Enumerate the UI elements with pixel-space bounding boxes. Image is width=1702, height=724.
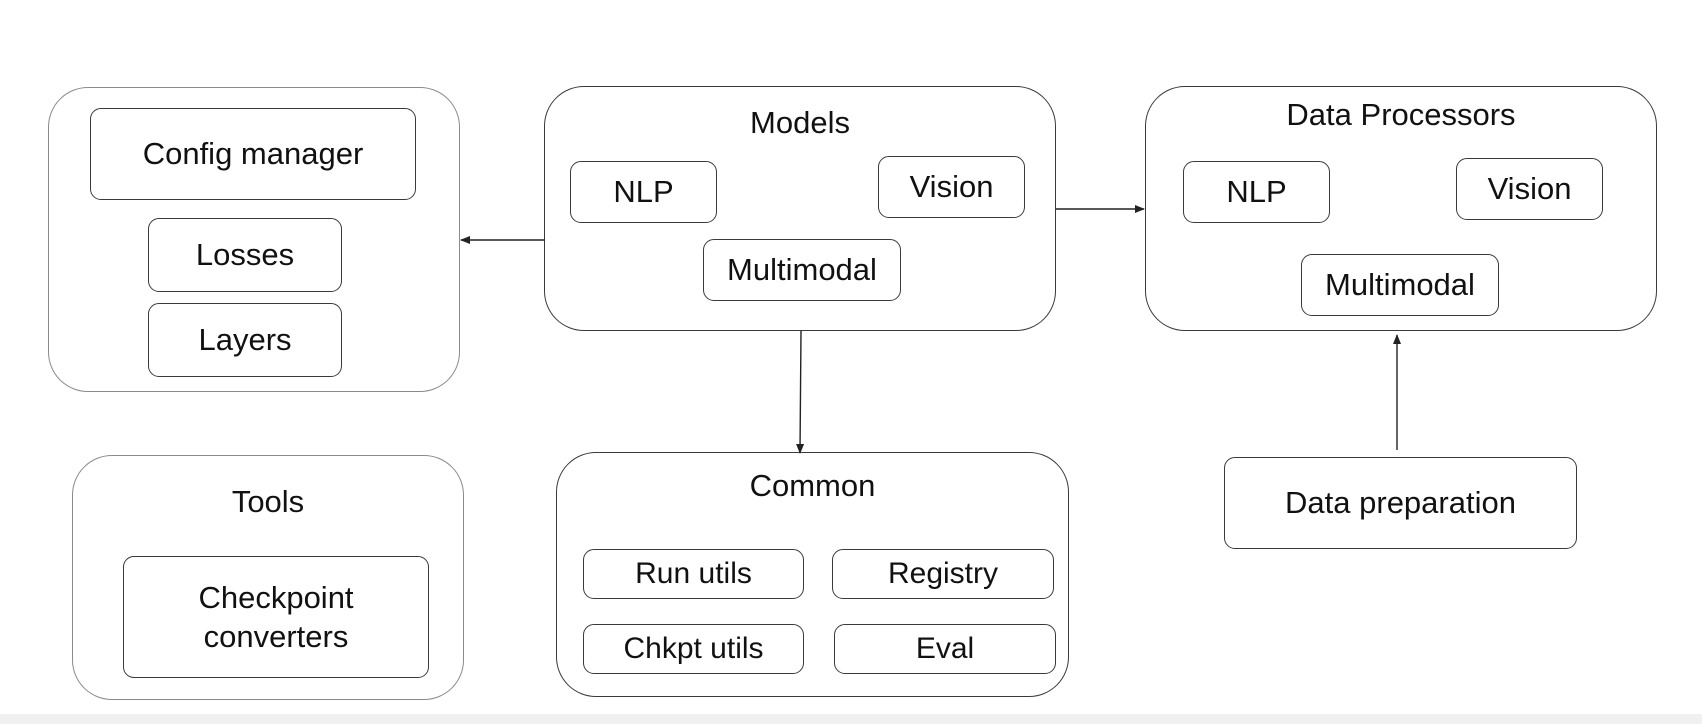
- chkpt-utils-label: Chkpt utils: [623, 632, 764, 665]
- data-processors-nlp-box: NLP: [1183, 161, 1330, 223]
- layers-label: Layers: [198, 322, 292, 357]
- models-multimodal-label: Multimodal: [727, 252, 877, 287]
- models-vision-box: Vision: [878, 156, 1025, 218]
- common-title: Common: [749, 468, 876, 503]
- data-processors-vision-label: Vision: [1487, 171, 1572, 206]
- checkpoint-converters-box: Checkpoint converters: [123, 556, 429, 678]
- data-processors-vision-box: Vision: [1456, 158, 1603, 220]
- core-components-group: Config manager Losses Layers: [48, 87, 460, 392]
- models-group: Models NLP Vision Multimodal: [544, 86, 1056, 331]
- models-nlp-label: NLP: [613, 174, 674, 209]
- run-utils-label: Run utils: [635, 557, 752, 590]
- registry-box: Registry: [832, 549, 1054, 599]
- data-processors-nlp-label: NLP: [1226, 174, 1287, 209]
- data-processors-multimodal-box: Multimodal: [1301, 254, 1499, 316]
- models-multimodal-box: Multimodal: [703, 239, 901, 301]
- data-preparation-label: Data preparation: [1285, 485, 1516, 520]
- run-utils-box: Run utils: [583, 549, 804, 599]
- data-processors-multimodal-label: Multimodal: [1325, 267, 1475, 302]
- config-manager-box: Config manager: [90, 108, 416, 200]
- data-processors-title: Data Processors: [1286, 97, 1516, 132]
- chkpt-utils-box: Chkpt utils: [583, 624, 804, 674]
- eval-label: Eval: [915, 632, 975, 665]
- arrow-models-to-common: [796, 330, 805, 454]
- tools-title: Tools: [231, 484, 305, 519]
- models-vision-label: Vision: [909, 169, 994, 204]
- models-nlp-box: NLP: [570, 161, 717, 223]
- layers-box: Layers: [148, 303, 342, 377]
- losses-label: Losses: [195, 237, 295, 272]
- data-processors-group: Data Processors NLP Vision Multimodal: [1145, 86, 1657, 331]
- common-group: Common Run utils Registry Chkpt utils Ev…: [556, 452, 1069, 697]
- models-title: Models: [750, 105, 850, 140]
- losses-box: Losses: [148, 218, 342, 292]
- checkpoint-converters-label: Checkpoint converters: [198, 580, 354, 654]
- data-preparation-box: Data preparation: [1224, 457, 1577, 549]
- registry-label: Registry: [887, 557, 999, 590]
- bottom-strip: [0, 714, 1702, 724]
- config-manager-label: Config manager: [142, 136, 364, 171]
- tools-group: Tools Checkpoint converters: [72, 455, 464, 700]
- eval-box: Eval: [834, 624, 1056, 674]
